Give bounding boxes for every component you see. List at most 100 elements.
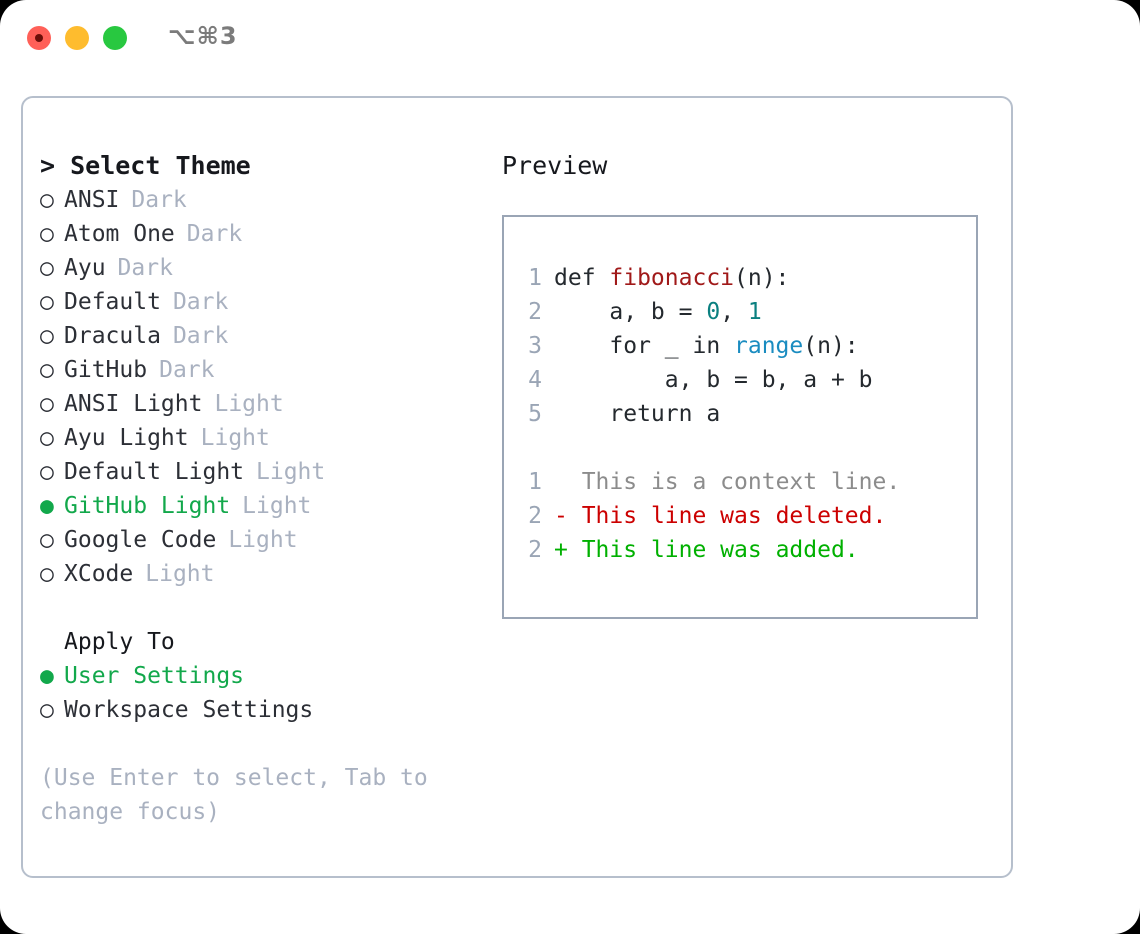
- radio-unselected-icon: ○: [40, 425, 54, 451]
- token-plain: (n):: [734, 265, 790, 291]
- theme-option-label: Google Code: [64, 527, 217, 553]
- keyboard-shortcut-label: ⌥⌘3: [168, 22, 238, 50]
- window-controls: [27, 26, 127, 50]
- theme-option-github-light[interactable]: ● GitHub Light Light: [40, 489, 480, 523]
- theme-option-label: ANSI: [64, 187, 120, 213]
- token-plain: def: [554, 265, 610, 291]
- code-gap: [522, 431, 970, 465]
- theme-variant-tag: Dark: [172, 323, 229, 349]
- line-number: 1: [528, 265, 542, 291]
- theme-variant-tag: Light: [145, 561, 215, 587]
- theme-variant-tag: Light: [256, 459, 326, 485]
- keyboard-hint-text: (Use Enter to select, Tab to change focu…: [40, 765, 428, 825]
- code-line-content: return a: [554, 397, 720, 431]
- apply-to-option-user-settings[interactable]: ●User Settings: [40, 659, 480, 693]
- code-line-content: a, b = b, a + b: [554, 363, 873, 397]
- radio-unselected-icon: ○: [40, 187, 54, 213]
- theme-option-default-light[interactable]: ○ Default Light Light: [40, 455, 480, 489]
- code-line: 2 a, b = 0, 1: [522, 295, 970, 329]
- token-plain: a, b =: [554, 299, 707, 325]
- theme-option-label: Default: [64, 289, 161, 315]
- preview-heading: Preview: [502, 151, 608, 180]
- radio-selected-icon: ●: [40, 493, 54, 519]
- code-line: 5 return a: [522, 397, 970, 431]
- code-line-content: a, b = 0, 1: [554, 295, 762, 329]
- close-button[interactable]: [27, 26, 51, 50]
- radio-unselected-icon: ○: [40, 357, 54, 383]
- diff-line-text: This line was deleted.: [567, 503, 887, 529]
- theme-option-label: Default Light: [64, 459, 245, 485]
- theme-variant-tag: Dark: [186, 221, 243, 247]
- line-number: 2: [528, 537, 542, 563]
- theme-option-label: Dracula: [64, 323, 161, 349]
- radio-unselected-icon: ○: [40, 255, 54, 281]
- code-line: 4 a, b = b, a + b: [522, 363, 970, 397]
- diff-marker: +: [554, 537, 568, 563]
- radio-unselected-icon: ○: [40, 323, 54, 349]
- diff-line-text: This is a context line.: [567, 469, 901, 495]
- token-fn: fibonacci: [609, 265, 735, 291]
- line-number: 4: [528, 367, 542, 393]
- line-number: 2: [528, 299, 542, 325]
- code-line-content: for _ in range(n):: [554, 329, 858, 363]
- radio-unselected-icon: ○: [40, 459, 54, 485]
- theme-variant-tag: Light: [200, 425, 270, 451]
- token-plain: for _ in: [554, 333, 735, 359]
- line-number: 3: [528, 333, 542, 359]
- radio-unselected-icon: ○: [40, 221, 54, 247]
- theme-option-github[interactable]: ○ GitHub Dark: [40, 353, 480, 387]
- maximize-button[interactable]: [103, 26, 127, 50]
- theme-option-atom-one[interactable]: ○ Atom One Dark: [40, 217, 480, 251]
- apply-to-heading: Apply To: [64, 629, 175, 655]
- diff-marker: [554, 465, 568, 499]
- radio-unselected-icon: ○: [40, 289, 54, 315]
- theme-option-label: GitHub: [64, 357, 148, 383]
- code-line: 3 for _ in range(n):: [522, 329, 970, 363]
- theme-variant-tag: Light: [214, 391, 284, 417]
- apply-to-bullet-placeholder: ○: [40, 625, 64, 659]
- diff-line-deleted: 2- This line was deleted.: [522, 499, 970, 533]
- diff-line-added: 2+ This line was added.: [522, 533, 970, 567]
- apply-to-option-label: Workspace Settings: [64, 697, 314, 723]
- theme-option-default[interactable]: ○ Default Dark: [40, 285, 480, 319]
- token-num: 1: [747, 299, 762, 325]
- token-num: 0: [706, 299, 721, 325]
- theme-option-label: GitHub Light: [64, 493, 231, 519]
- minimize-button[interactable]: [65, 26, 89, 50]
- line-number: 1: [528, 469, 542, 495]
- token-plain: ,: [720, 299, 748, 325]
- theme-option-label: Atom One: [64, 221, 175, 247]
- apply-to-options[interactable]: ●User Settings ○ Workspace Settings: [40, 659, 480, 727]
- token-call: range: [734, 333, 804, 359]
- hint-gap: [40, 727, 480, 761]
- theme-variant-tag: Dark: [117, 255, 173, 281]
- radio-unselected-icon: ○: [40, 697, 54, 723]
- title-bar: ⌥⌘3: [0, 0, 1140, 78]
- theme-option-dracula[interactable]: ○ Dracula Dark: [40, 319, 480, 353]
- theme-variant-tag: Dark: [159, 357, 215, 383]
- theme-option-label: ANSI Light: [64, 391, 203, 417]
- diff-marker: -: [554, 503, 568, 529]
- theme-variant-tag: Light: [228, 527, 298, 553]
- apply-to-option-workspace-settings[interactable]: ○ Workspace Settings: [40, 693, 480, 727]
- theme-variant-tag: Dark: [172, 289, 229, 315]
- token-plain: a, b = b, a + b: [554, 367, 873, 393]
- theme-variant-tag: Light: [242, 493, 312, 519]
- list-gap: [40, 591, 480, 625]
- apply-to-heading-row: ○ Apply To: [40, 625, 480, 659]
- code-line-content: def fibonacci(n):: [554, 261, 789, 295]
- line-number: 2: [528, 503, 542, 529]
